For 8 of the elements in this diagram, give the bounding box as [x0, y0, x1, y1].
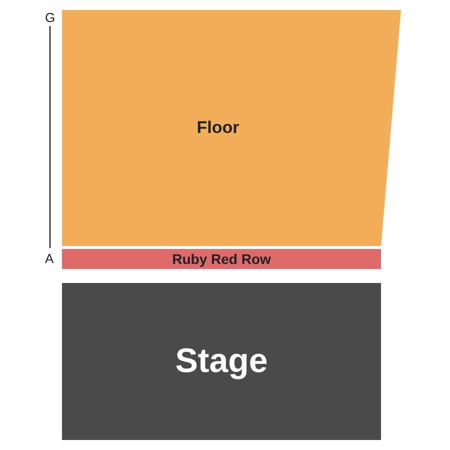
stage-area [62, 283, 381, 440]
section-label: Floor [196, 118, 240, 138]
seating-row [62, 249, 381, 269]
section-label: Stage [175, 342, 268, 381]
floor-section [62, 10, 402, 246]
section-label: Ruby Red Row [172, 251, 271, 267]
row-letter: G [45, 10, 56, 25]
row-letter: A [45, 251, 54, 266]
